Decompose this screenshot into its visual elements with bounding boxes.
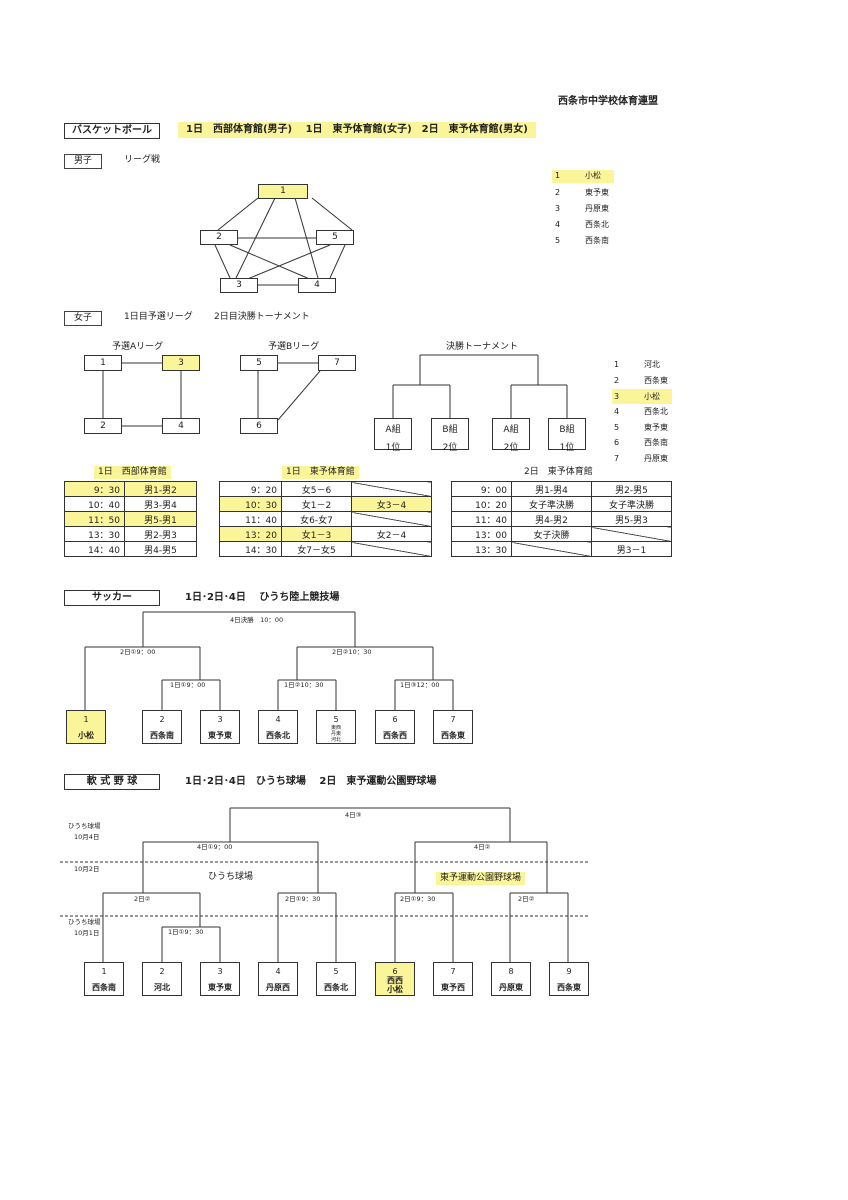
soccer-semi-right: 2日②10：30 [330,648,374,656]
soccer-title: サッカー [64,590,160,606]
league-a-node: 3 [162,355,200,371]
venue-left: ひうち球場 [208,872,254,882]
schedule-3-title: 2日 東予体育館 [524,467,593,477]
basketball-title: バスケットボール [64,123,160,139]
baseball-r2-b: 2日①9：30 [283,895,323,903]
final-tournament-title: 決勝トーナメント [446,342,519,352]
soccer-r1-a: 1日①9：00 [168,681,208,689]
day1-venue: ひうち球場 [68,918,101,926]
league-a-title: 予選Aリーグ [112,342,164,352]
league-b-title: 予選Bリーグ [268,342,320,352]
soccer-semi-left: 2日①9：00 [118,648,158,656]
organization-name: 西条市中学校体育連盟 [558,96,658,107]
boys-label: 男子 [64,154,102,169]
baseball-info: 1日･2日･4日 ひうち球場 2日 東予運動公園野球場 [185,776,437,787]
boys-node: 5 [316,230,354,245]
boys-format: リーグ戦 [124,155,161,165]
baseball-r2-a: 2日② [132,895,153,903]
baseball-semi-left: 4日①9：00 [195,843,235,851]
venue-right: 東予運動公園野球場 [436,872,526,885]
day4-venue: ひうち球場 [68,822,101,830]
soccer-info: 1日･2日･4日 ひうち陸上競技場 [185,592,340,603]
schedule-2-title: 1日 東予体育館 [282,466,359,479]
baseball-semi-right: 4日② [472,843,493,851]
boys-node: 3 [220,278,258,293]
boys-node: 1 [258,184,308,199]
girls-format-day2: 2日目決勝トーナメント [214,312,310,322]
day1-date: 10月1日 [74,929,100,937]
boys-node: 4 [298,278,336,293]
day4-date: 10月4日 [74,833,100,841]
baseball-title: 軟 式 野 球 [64,774,160,790]
boys-node: 2 [200,230,238,245]
day2-date: 10月2日 [74,865,100,873]
baseball-r2-d: 2日② [516,895,537,903]
baseball-r1: 1日①9：30 [166,928,206,936]
girls-label: 女子 [64,311,102,326]
soccer-r1-c: 1日③12：00 [398,681,442,689]
basketball-venues: 1日 西部体育館(男子) 1日 東予体育館(女子) 2日 東予体育館(男女) [178,122,536,138]
league-b-node: 5 [240,355,278,371]
girls-format-day1: 1日目予選リーグ [124,312,193,322]
league-a-node: 2 [84,418,122,434]
soccer-final-label: 4日決勝 10：00 [228,616,286,624]
league-a-node: 1 [84,355,122,371]
league-b-node: 7 [318,355,356,371]
baseball-r2-c: 2日①9：30 [398,895,438,903]
league-a-node: 4 [162,418,200,434]
schedule-1-title: 1日 西部体育館 [94,466,171,479]
league-b-node: 6 [240,418,278,434]
soccer-r1-b: 1日②10：30 [282,681,326,689]
baseball-final-label: 4日③ [343,811,364,819]
